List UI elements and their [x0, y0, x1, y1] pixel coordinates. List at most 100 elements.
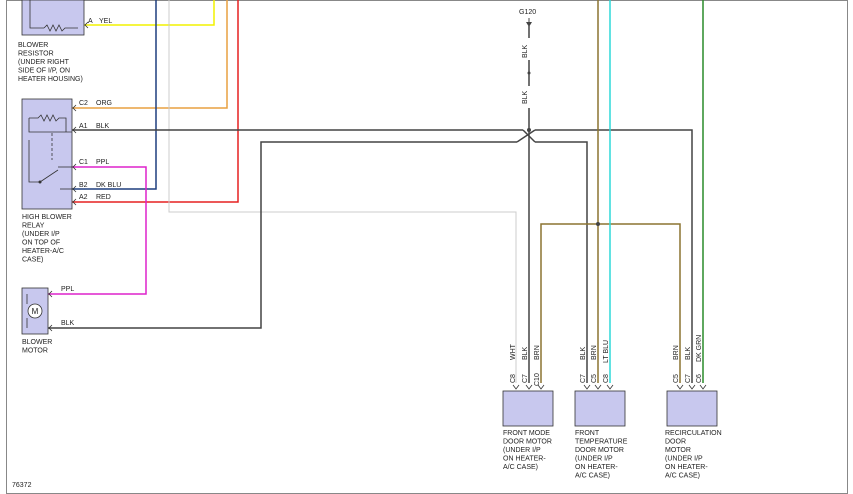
pin-recirc-c6: C6	[696, 374, 703, 383]
caption-line: A/C CASE)	[575, 473, 610, 480]
wire-blk-x2	[516, 129, 536, 143]
front-mode-door-motor-caption: FRONT MODE DOOR MOTOR(UNDER I/P ON HEATER-…	[503, 430, 552, 471]
wire-label-dk-grn: DK GRN	[696, 335, 703, 362]
caption-line: CASE)	[22, 257, 43, 264]
wire-label-brn-recirc: BRN	[673, 345, 680, 360]
blower-motor: M PPL BLK BLOWER MOTOR	[21, 286, 75, 355]
caption-line: A/C CASE)	[503, 464, 538, 471]
caption-line: HIGH BLOWER	[22, 214, 72, 221]
pin-recirc-c5: C5	[673, 374, 680, 383]
caption-line: BLOWER	[22, 339, 52, 346]
caption-line: DOOR MOTOR	[575, 447, 624, 454]
caption-line: DOOR MOTOR	[503, 439, 552, 446]
wire-org	[72, 0, 228, 109]
pin-temp-c5: C5	[591, 374, 598, 383]
pin-mode-c10: C10	[534, 373, 541, 386]
caption-line: (UNDER I/P	[22, 231, 60, 238]
caption-line: FRONT MODE	[503, 430, 550, 437]
connector-chevron	[583, 384, 591, 390]
splice-blk	[527, 128, 531, 132]
connector-chevron	[48, 290, 53, 298]
motor-symbol	[27, 303, 43, 319]
motor-symbol-letter: M	[32, 307, 39, 316]
wire-label-org: ORG	[96, 100, 112, 107]
wire-label-blk-temp: BLK	[580, 346, 587, 360]
caption-line: (UNDER I/P	[665, 456, 703, 463]
pin-relay-c1: C1	[79, 159, 88, 166]
pin-relay-a1: A1	[79, 123, 88, 130]
wire-label-blk-motor: BLK	[61, 320, 75, 327]
caption-line: ON HEATER-	[575, 464, 618, 471]
connector-chevron	[72, 198, 77, 206]
wire-label-red: RED	[96, 194, 111, 201]
caption-line: MOTOR	[22, 348, 48, 355]
caption-line: RECIRCULATION	[665, 430, 722, 437]
caption-line: TEMPERATURE	[575, 439, 628, 446]
connector-chevron	[594, 384, 602, 390]
connector-chevron	[48, 324, 53, 332]
wire-blk-recirc	[535, 129, 693, 383]
wire-label-wht: WHT	[510, 343, 517, 360]
caption-line: A/C CASE)	[665, 473, 700, 480]
pin-temp-c7: C7	[580, 374, 587, 383]
wire-label-brn-temp: BRN	[591, 345, 598, 360]
wire-label-brn-mode: BRN	[534, 345, 541, 360]
caption-line: HEATER HOUSING)	[18, 76, 83, 83]
connector-chevron	[537, 384, 545, 390]
wire-ppl	[48, 166, 147, 295]
caption-line: ON HEATER-	[503, 456, 546, 463]
pin-relay-c2: C2	[79, 100, 88, 107]
connector-chevron	[72, 104, 77, 112]
recirculation-door-motor: BRN BLK DK GRN C5 C7 C6 RECIRCULATIONDOO…	[665, 335, 722, 480]
connector-chevron	[72, 163, 77, 171]
connector-chevron	[688, 384, 696, 390]
connector-chevron	[676, 384, 684, 390]
pin-recirc-c7: C7	[685, 374, 692, 383]
front-temperature-door-motor: BLK BRN LT BLU C7 C5 C8 FRONTTEMPERATURE…	[574, 340, 628, 480]
wire-blk-temp	[535, 141, 588, 383]
wire-red	[72, 0, 239, 203]
blower-resistor-caption: BLOWER RESISTOR(UNDER RIGHT SIDE OF I/P, O…	[18, 42, 83, 83]
ground-connector	[527, 71, 531, 75]
connector-chevron	[84, 21, 89, 29]
ground-label: G120	[519, 9, 536, 16]
wire-label-ppl-motor: PPL	[61, 286, 74, 293]
caption-line: DOOR	[665, 439, 686, 446]
connector-chevron	[72, 185, 77, 193]
pin-resistor-a: A	[88, 18, 93, 25]
pin-relay-b2: B2	[79, 182, 88, 189]
resistor-symbol	[43, 24, 78, 32]
caption-line: (UNDER I/P	[503, 447, 541, 454]
ground-wire-blk-2: BLK	[522, 90, 529, 104]
pin-relay-a2: A2	[79, 194, 88, 201]
caption-line: BLOWER	[18, 42, 48, 49]
caption-line: (UNDER RIGHT	[18, 59, 70, 66]
wire-dk-blu	[72, 0, 157, 190]
connector-arrows	[48, 21, 707, 390]
wire-label-blk-mode: BLK	[522, 346, 529, 360]
ground-wire-blk-1: BLK	[522, 44, 529, 58]
caption-line: ON HEATER-	[665, 464, 708, 471]
connector-chevron	[512, 384, 520, 390]
diagram-frame	[6, 0, 848, 494]
blower-motor-caption: BLOWER MOTOR	[22, 339, 52, 355]
figure-number: 76372	[12, 482, 32, 489]
caption-line: ON TOP OF	[22, 240, 60, 247]
connector-chevron	[72, 126, 77, 134]
caption-line: RESISTOR	[18, 51, 54, 58]
caption-line: HEATER-A/C	[22, 248, 64, 255]
wire-blk-motor	[48, 141, 517, 329]
high-blower-relay: C2 ORG A1 BLK C1 PPL B2 DK BLU A2 RED HI…	[21, 98, 121, 264]
wire-yel	[84, 0, 215, 26]
wire-label-dk-blu: DK BLU	[96, 182, 121, 189]
wire-label-blk-relay: BLK	[96, 123, 110, 130]
caption-line: FRONT	[575, 430, 600, 437]
caption-line: SIDE OF I/P, ON	[18, 68, 70, 75]
pin-temp-c8: C8	[603, 374, 610, 383]
pin-mode-c8: C8	[510, 374, 517, 383]
caption-line: MOTOR	[665, 447, 691, 454]
